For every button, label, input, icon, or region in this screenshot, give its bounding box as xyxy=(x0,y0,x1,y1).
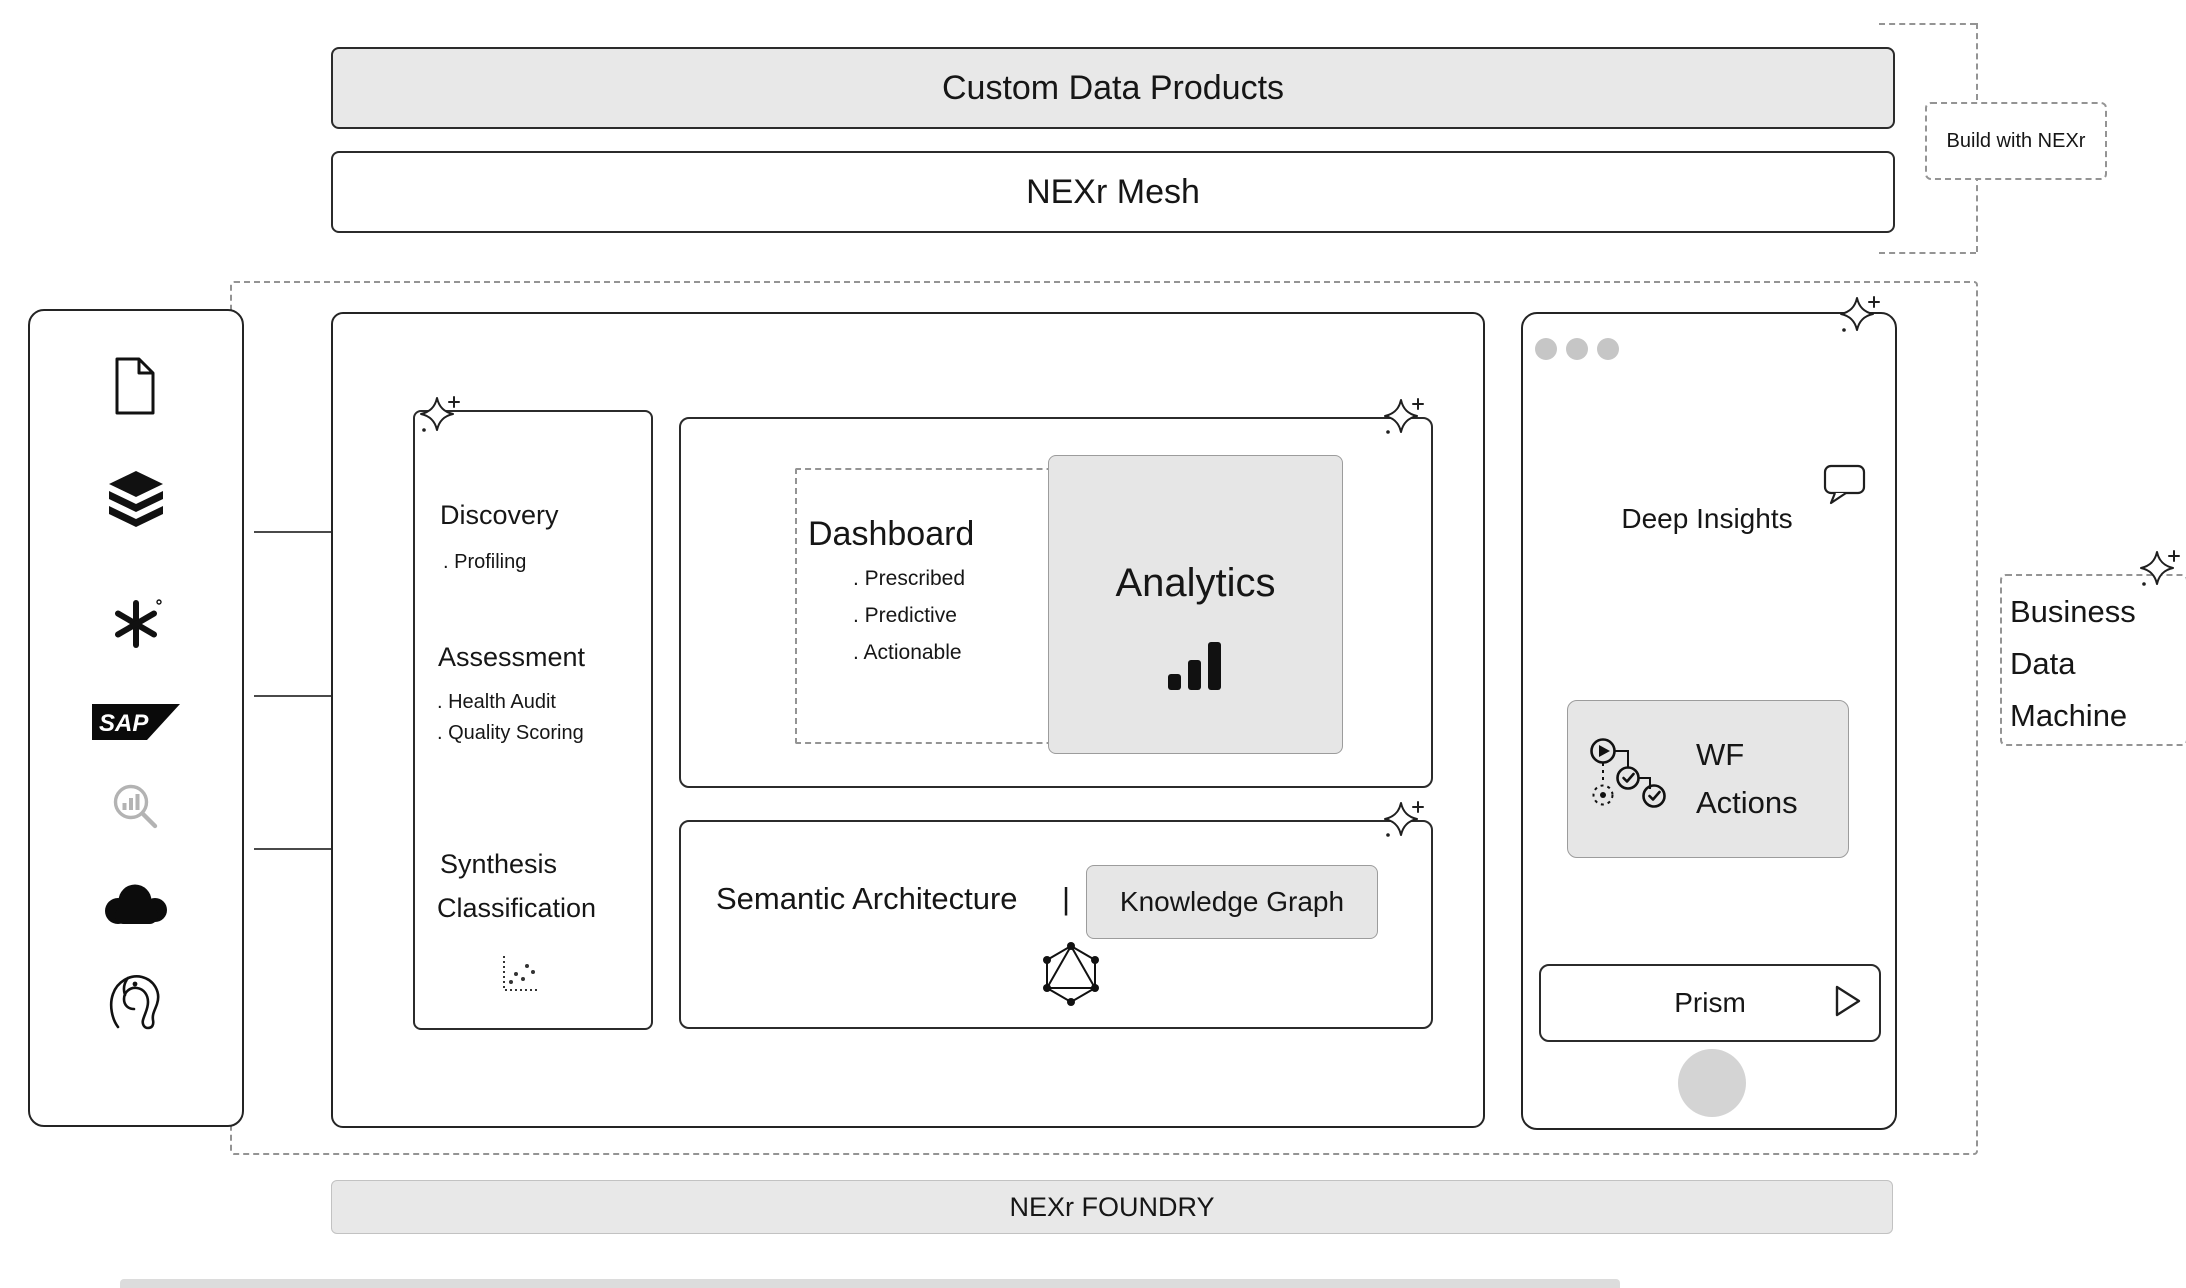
wf-actions-card: WF Actions xyxy=(1567,700,1849,858)
wf-actions-label-line2: Actions xyxy=(1696,785,1798,820)
ai-sparkle-icon xyxy=(1836,292,1882,338)
bar-chart-icon xyxy=(1164,636,1228,694)
window-dot-icon xyxy=(1566,338,1588,360)
nexr-foundry-label: NEXr FOUNDRY xyxy=(1009,1191,1215,1222)
data-sources-panel: SAP xyxy=(28,309,244,1127)
build-with-nexr-label: Build with NEXr xyxy=(1946,129,2086,152)
wf-actions-label-line1: WF xyxy=(1696,736,1745,772)
semantic-divider: | xyxy=(1062,881,1071,916)
play-outline-icon xyxy=(1830,982,1864,1020)
knowledge-graph-card: Knowledge Graph xyxy=(1086,865,1378,939)
custom-data-products-bar: Custom Data Products xyxy=(331,47,1895,129)
prism-button: Prism xyxy=(1539,964,1881,1042)
sap-icon: SAP xyxy=(90,700,182,744)
assessment-item-health-audit: . Health Audit xyxy=(437,691,556,713)
search-insights-icon xyxy=(108,779,164,835)
ai-sparkle-icon xyxy=(2136,546,2182,592)
document-icon xyxy=(110,356,158,416)
databricks-icon xyxy=(104,469,168,533)
analytics-card: Analytics xyxy=(1048,455,1343,754)
bdm-label-line1: Business xyxy=(2010,594,2136,629)
build-bracket-top-line xyxy=(1879,23,1976,25)
deep-insights-title: Deep Insights xyxy=(1621,503,1793,534)
dashboard-item-actionable: . Actionable xyxy=(853,641,962,664)
custom-data-products-label: Custom Data Products xyxy=(941,68,1285,107)
bdm-label-line3: Machine xyxy=(2010,698,2128,734)
ai-sparkle-icon xyxy=(1380,394,1426,440)
nexr-foundry-bar: NEXr FOUNDRY xyxy=(331,1180,1893,1234)
workflow-icon xyxy=(1584,736,1678,822)
semantic-architecture-title: Semantic Architecture xyxy=(716,881,1018,916)
nexr-mesh-bar: NEXr Mesh xyxy=(331,151,1895,233)
nexr-mesh-label: NEXr Mesh xyxy=(1026,172,1200,211)
scatter-plot-icon xyxy=(498,952,542,996)
dashboard-title: Dashboard xyxy=(808,515,975,553)
graphql-icon xyxy=(1036,938,1106,1008)
speech-bubble-icon xyxy=(1822,462,1868,506)
discovery-item-profiling: . Profiling xyxy=(443,551,527,573)
analytics-label: Analytics xyxy=(1115,561,1276,605)
ai-sparkle-icon xyxy=(416,392,462,438)
window-dot-icon xyxy=(1597,338,1619,360)
bdm-label-line2: Data xyxy=(2010,646,2076,682)
dashboard-item-prescribed: . Prescribed xyxy=(853,567,966,590)
assessment-item-quality-scoring: . Quality Scoring xyxy=(437,722,584,744)
discovery-title: Discovery xyxy=(440,500,559,530)
ai-sparkle-icon xyxy=(1380,797,1426,843)
snowflake-icon xyxy=(108,596,164,652)
knowledge-graph-label: Knowledge Graph xyxy=(1119,886,1345,917)
dashboard-item-predictive: . Predictive xyxy=(853,604,957,627)
prism-label: Prism xyxy=(1674,987,1746,1018)
synthesis-title-line1: Synthesis xyxy=(440,849,558,879)
build-with-nexr-label-box: Build with NEXr xyxy=(1925,102,2107,180)
synthesis-title-line2: Classification xyxy=(437,893,597,923)
postgresql-icon xyxy=(104,969,168,1035)
home-button-circle xyxy=(1678,1049,1746,1117)
build-bracket-bottom-line xyxy=(1879,252,1976,254)
bottom-strip xyxy=(120,1279,1620,1288)
salesforce-cloud-icon xyxy=(97,879,175,931)
window-dot-icon xyxy=(1535,338,1557,360)
assessment-title: Assessment xyxy=(438,642,586,672)
sap-logo-text: SAP xyxy=(99,710,149,737)
pipeline-box xyxy=(413,410,653,1030)
business-data-machine-box: Business Data Machine xyxy=(2000,574,2186,746)
